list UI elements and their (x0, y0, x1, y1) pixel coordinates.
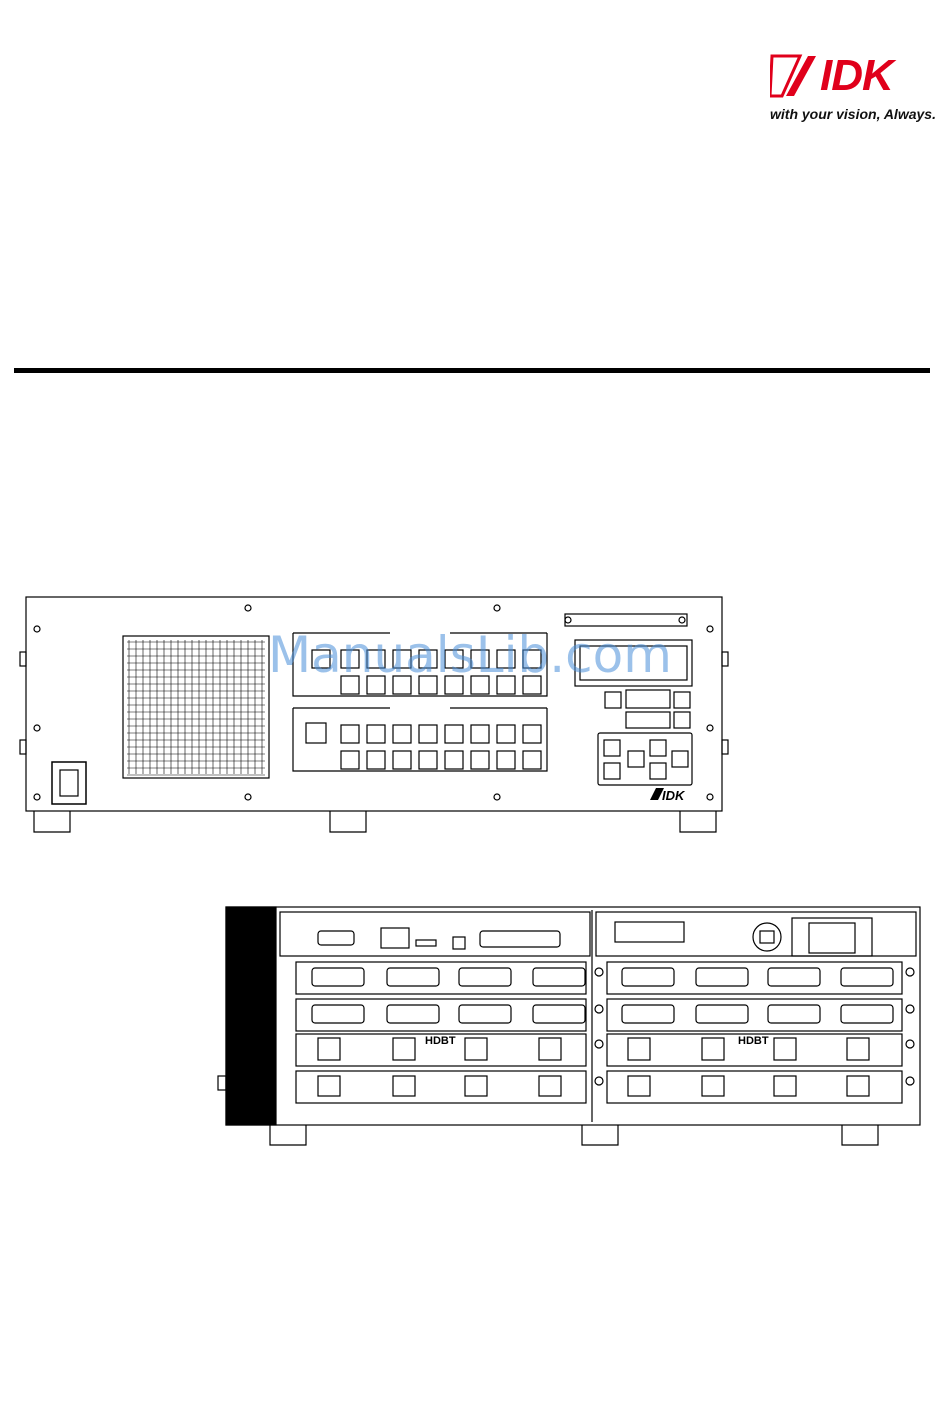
dvi-connector (533, 1005, 585, 1023)
dvi-connector (768, 1005, 820, 1023)
speaker-grille (123, 636, 269, 778)
hdbt-connector (465, 1038, 487, 1060)
dvi-connector (622, 968, 674, 986)
dvi-connector (312, 1005, 364, 1023)
output-button (471, 751, 489, 769)
dvi-connector (841, 1005, 893, 1023)
output-button (523, 725, 541, 743)
rear-chassis (226, 907, 920, 1125)
hdbt-label-1: HDBT (425, 1035, 456, 1047)
output-button (497, 751, 515, 769)
dvi-connector (696, 968, 748, 986)
card-slot-left (296, 962, 586, 994)
screw (707, 626, 713, 632)
logo-wordmark: IDK (820, 52, 893, 100)
rear-foot-right (842, 1125, 878, 1145)
screw (494, 794, 500, 800)
output-button (497, 725, 515, 743)
dvi-connector (459, 1005, 511, 1023)
dvi-connector (622, 1005, 674, 1023)
output-button (471, 725, 489, 743)
output-button (393, 725, 411, 743)
output-button (445, 751, 463, 769)
cursor-pad (598, 733, 692, 785)
screw (707, 725, 713, 731)
optical-connector (318, 1076, 340, 1096)
hdbt-connector (702, 1038, 724, 1060)
screw (494, 605, 500, 611)
gpio-port (480, 931, 560, 947)
power-switch (52, 762, 86, 804)
optical-connector (465, 1076, 487, 1096)
hdbt-label-2: HDBT (738, 1035, 769, 1047)
hdbt-connector (318, 1038, 340, 1060)
output-button (419, 725, 437, 743)
output-button (367, 751, 385, 769)
front-foot-center (330, 811, 366, 832)
output-button (367, 725, 385, 743)
hdbt-connector (393, 1038, 415, 1060)
lan-port (381, 928, 409, 948)
dvi-connector (459, 968, 511, 986)
screw (245, 605, 251, 611)
screw (595, 1005, 603, 1013)
output-button (523, 751, 541, 769)
dvi-connector (841, 968, 893, 986)
output-button (419, 751, 437, 769)
screw (34, 794, 40, 800)
output-button (341, 725, 359, 743)
idk-logo: IDK with your vision, Always. (770, 50, 940, 130)
logo-tagline: with your vision, Always. (770, 106, 936, 122)
optical-connector (774, 1076, 796, 1096)
rear-foot-center (582, 1125, 618, 1145)
dvi-connector (312, 968, 364, 986)
hdbt-connector (774, 1038, 796, 1060)
card-slot (565, 614, 687, 626)
hdbt-connector (847, 1038, 869, 1060)
output-button (341, 751, 359, 769)
screw (565, 617, 571, 623)
dvi-connector (696, 1005, 748, 1023)
optical-connector (539, 1076, 561, 1096)
dvi-connector (768, 968, 820, 986)
screw (34, 626, 40, 632)
watermark-text: ManualsLib.com (268, 626, 672, 684)
hdbt-connector (628, 1038, 650, 1060)
screw (595, 1040, 603, 1048)
header-rule (14, 368, 930, 373)
screw (595, 1077, 603, 1085)
hdbt-connector (539, 1038, 561, 1060)
rear-foot-left (270, 1125, 306, 1145)
rear-panel-drawing: HDBT HDBT (0, 900, 950, 1150)
control-board (280, 912, 590, 956)
func-button (306, 723, 326, 743)
screw (906, 968, 914, 976)
optical-connector (847, 1076, 869, 1096)
output-button (445, 725, 463, 743)
front-foot-left (34, 811, 70, 832)
screw (906, 1077, 914, 1085)
screw (906, 1005, 914, 1013)
screw (245, 794, 251, 800)
screw (34, 725, 40, 731)
card-slot-right (607, 962, 902, 994)
ac-inlet (792, 918, 872, 956)
dvi-connector (533, 968, 585, 986)
optical-connector (393, 1076, 415, 1096)
rs232c-port (318, 931, 354, 945)
idk-slash-icon (770, 50, 818, 98)
front-brand-label: IDK (662, 788, 686, 803)
output-button (393, 751, 411, 769)
front-foot-right (680, 811, 716, 832)
dvi-connector (387, 968, 439, 986)
screw (679, 617, 685, 623)
card-slot-right (607, 999, 902, 1031)
dvi-connector (387, 1005, 439, 1023)
optical-connector (628, 1076, 650, 1096)
card-slot-left (296, 999, 586, 1031)
screw (906, 1040, 914, 1048)
screw (707, 794, 713, 800)
optical-connector (702, 1076, 724, 1096)
screw (595, 968, 603, 976)
